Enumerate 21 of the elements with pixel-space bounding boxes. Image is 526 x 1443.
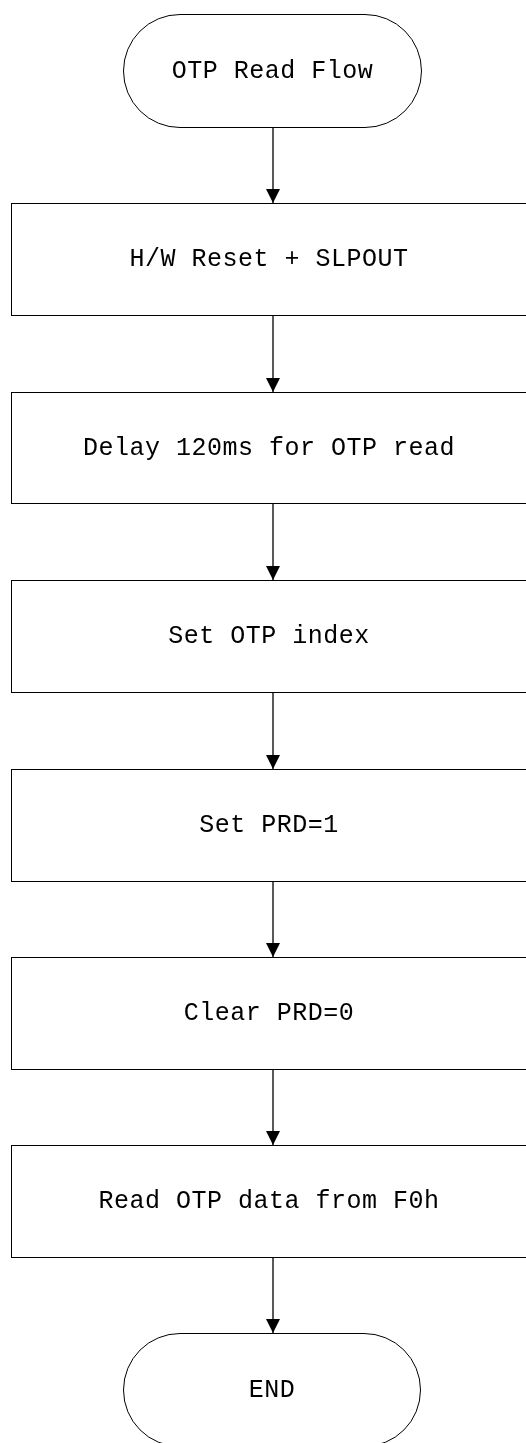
arrow — [266, 315, 280, 393]
node-label: Clear PRD=0 — [183, 999, 355, 1028]
arrow — [266, 1257, 280, 1334]
node-label: OTP Read Flow — [171, 56, 374, 86]
node-label: Delay 120ms for OTP read — [82, 433, 456, 463]
node-label: Read OTP data from F0h — [98, 1187, 440, 1216]
arrow — [266, 503, 280, 581]
process-box — [11, 580, 526, 693]
arrow — [266, 127, 280, 204]
arrow — [266, 1069, 280, 1146]
node-label: Set PRD=1 — [199, 811, 339, 840]
node-label: H/W Reset + SLPOUT — [129, 245, 409, 274]
process-box — [11, 769, 526, 882]
node-label: Set OTP index — [168, 622, 370, 651]
process-box — [11, 203, 526, 316]
process-box — [11, 392, 526, 504]
arrow — [266, 881, 280, 958]
node-label: END — [248, 1375, 296, 1405]
process-box — [11, 957, 526, 1070]
arrow — [266, 692, 280, 770]
process-box — [11, 1145, 526, 1258]
